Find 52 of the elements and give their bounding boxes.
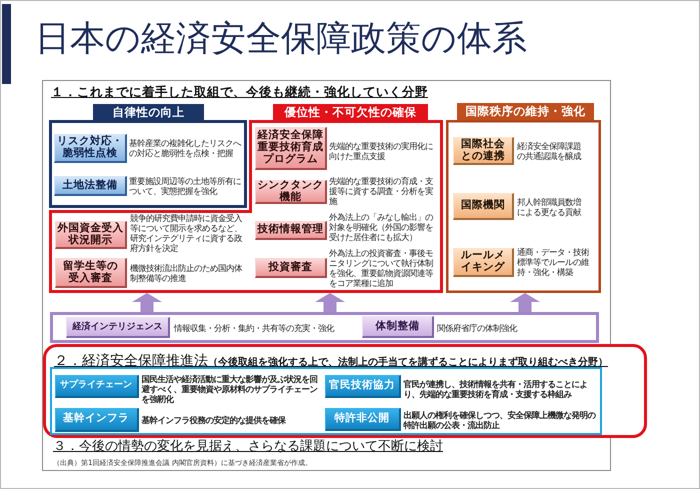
description-text: 先端的な重要技術の実用化に向けた重点支援 [329, 141, 434, 161]
label-box: 投資審査 [255, 258, 327, 278]
label-box: 国際社会との連携 [453, 137, 514, 165]
rounded-panel [43, 344, 647, 438]
label-box: 外国資金受入状況開示 [55, 221, 127, 249]
label-box: サプライチェーン [54, 374, 138, 398]
section-heading: ３．今後の情勢の変化を見据え、さらなる課題について不断に検討 [53, 439, 443, 455]
label-box: 留学生等の受入審査 [55, 258, 127, 288]
category-tab: 国際秩序の維持・強化 [457, 103, 594, 120]
label-box: シンクタンク機能 [255, 180, 327, 204]
description-text: 競争的研究費申請時に資金受入等について開示を求めるなど、研究インテグリティに資する政府方針を決定 [130, 213, 243, 253]
label-box: 基幹インフラ [54, 408, 138, 432]
block-arrow [132, 293, 162, 312]
label-box: リスク対応・脆弱性点検 [54, 134, 127, 163]
description-text: 機微技術流出防止のため国内体制整備等の推進 [130, 263, 243, 283]
description-text: 邦人幹部職員数増による更なる貢献 [517, 197, 582, 217]
category-box [49, 104, 247, 208]
label-box: 経済インテリジェンス [66, 317, 170, 338]
description-text: 外為法上の投資審査・事後モニタリングについて執行体制を強化、重要鉱物資源関連等をコア業種に追加 [329, 248, 434, 288]
description-text: 通商・データ・技術標準等でルールの維持・強化・構築 [517, 247, 590, 277]
description-text: 出願人の権利を確保しつつ、安全保障上機微な発明の特許出願の公表・流出防止 [404, 410, 597, 430]
label-box: 国際機関 [453, 193, 514, 220]
description-text: 関係府省庁の体制強化 [437, 323, 518, 333]
label-box: 経済安全保障重要技術育成プログラム [255, 127, 327, 170]
panel-box [50, 367, 602, 435]
description-text: 国民生活や経済活動に重大な影響が及ぶ状況を回避すべく、重要物資や原材料のサプライチェーンを強靭化 [142, 374, 318, 404]
label-box: 土地法整備 [54, 176, 127, 196]
heading-note: （今後取組を強化する上で、法制上の手当てを講ずることによりまず取り組むべき分野） [208, 357, 608, 368]
category-tab: 優位性・不可欠性の確保 [273, 104, 428, 120]
description-text: 外為法上の「みなし輸出」の対象を明確化（外国の影響を受けた居住者にも拡大） [329, 212, 434, 242]
page-title: 日本の経済安全保障政策の体系 [35, 18, 527, 60]
label-box: 特許非公開 [324, 408, 400, 430]
block-arrow [315, 293, 345, 312]
panel-box [50, 312, 599, 343]
section-heading: １．これまでに着手した取組で、今後も継続・強化していく分野 [51, 84, 428, 99]
description-text: 先端的な重要技術の育成・支援等に資する調査・分析を実施 [329, 176, 434, 206]
description-text: 重要施設周辺等の土地等所有について、実態把握を強化 [129, 176, 242, 196]
description-text: 情報収集・分析・集約・共有等の充実・強化 [174, 323, 336, 333]
category-box [446, 103, 601, 293]
description-text: 基幹インフラ役務の安定的な提供を確保 [142, 414, 287, 424]
section-heading: ２．経済安全保障推進法 [54, 353, 208, 369]
label-box: ルールメイキング [453, 248, 514, 277]
label-box: 技術情報管理 [255, 221, 327, 240]
category-box [49, 210, 249, 293]
category-tab: 自律性の向上 [93, 104, 204, 120]
block-arrow [510, 293, 540, 312]
label-box: 官民技術協力 [324, 374, 400, 398]
category-box [249, 104, 443, 293]
label-box: 体制整備 [362, 316, 434, 338]
description-text: 官民が連携し、技術情報を共有・活用することにより、先端的な重要技術を育成・支援する枠組み [404, 378, 588, 398]
description-text: 基幹産業の複雑化したリスクへの対応と脆弱性を点検・把握 [129, 138, 242, 158]
description-text: 経済安全保障課題の共通認識を醸成 [517, 141, 582, 161]
